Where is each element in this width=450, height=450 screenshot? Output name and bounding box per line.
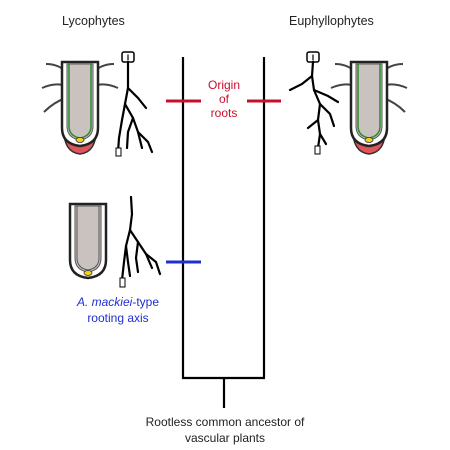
mackiei-label-line2: rooting axis [87, 311, 149, 325]
origin-label-line1: Origin [207, 78, 240, 92]
mackiei-species-name: A. mackiei [76, 295, 133, 309]
origin-label-line3: roots [210, 106, 238, 120]
euphyllophytes-label: Euphyllophytes [289, 14, 374, 28]
mackiei-label-line1: A. mackiei-type [58, 294, 178, 310]
lycophyte-root-section [41, 60, 119, 155]
origin-of-roots-label: Origin of roots [200, 78, 248, 120]
ancestor-label-line1: Rootless common ancestor of [145, 415, 305, 429]
euphyllophyte-root-section [330, 60, 408, 155]
ancestor-label: Rootless common ancestor of vascular pla… [115, 414, 335, 446]
mackiei-branching-axis [119, 195, 162, 288]
mackiei-axis-section [68, 202, 108, 280]
lycophyte-root-system [115, 51, 154, 157]
mackiei-type-suffix: -type [132, 295, 160, 309]
lycophytes-label: Lycophytes [62, 14, 125, 28]
ancestor-label-line2: vascular plants [184, 431, 266, 445]
euphyllophyte-root-system [288, 51, 340, 155]
origin-label-line2: of [218, 92, 229, 106]
phylogenetic-tree [181, 57, 266, 408]
mackiei-label: A. mackiei-type rooting axis [58, 294, 178, 326]
